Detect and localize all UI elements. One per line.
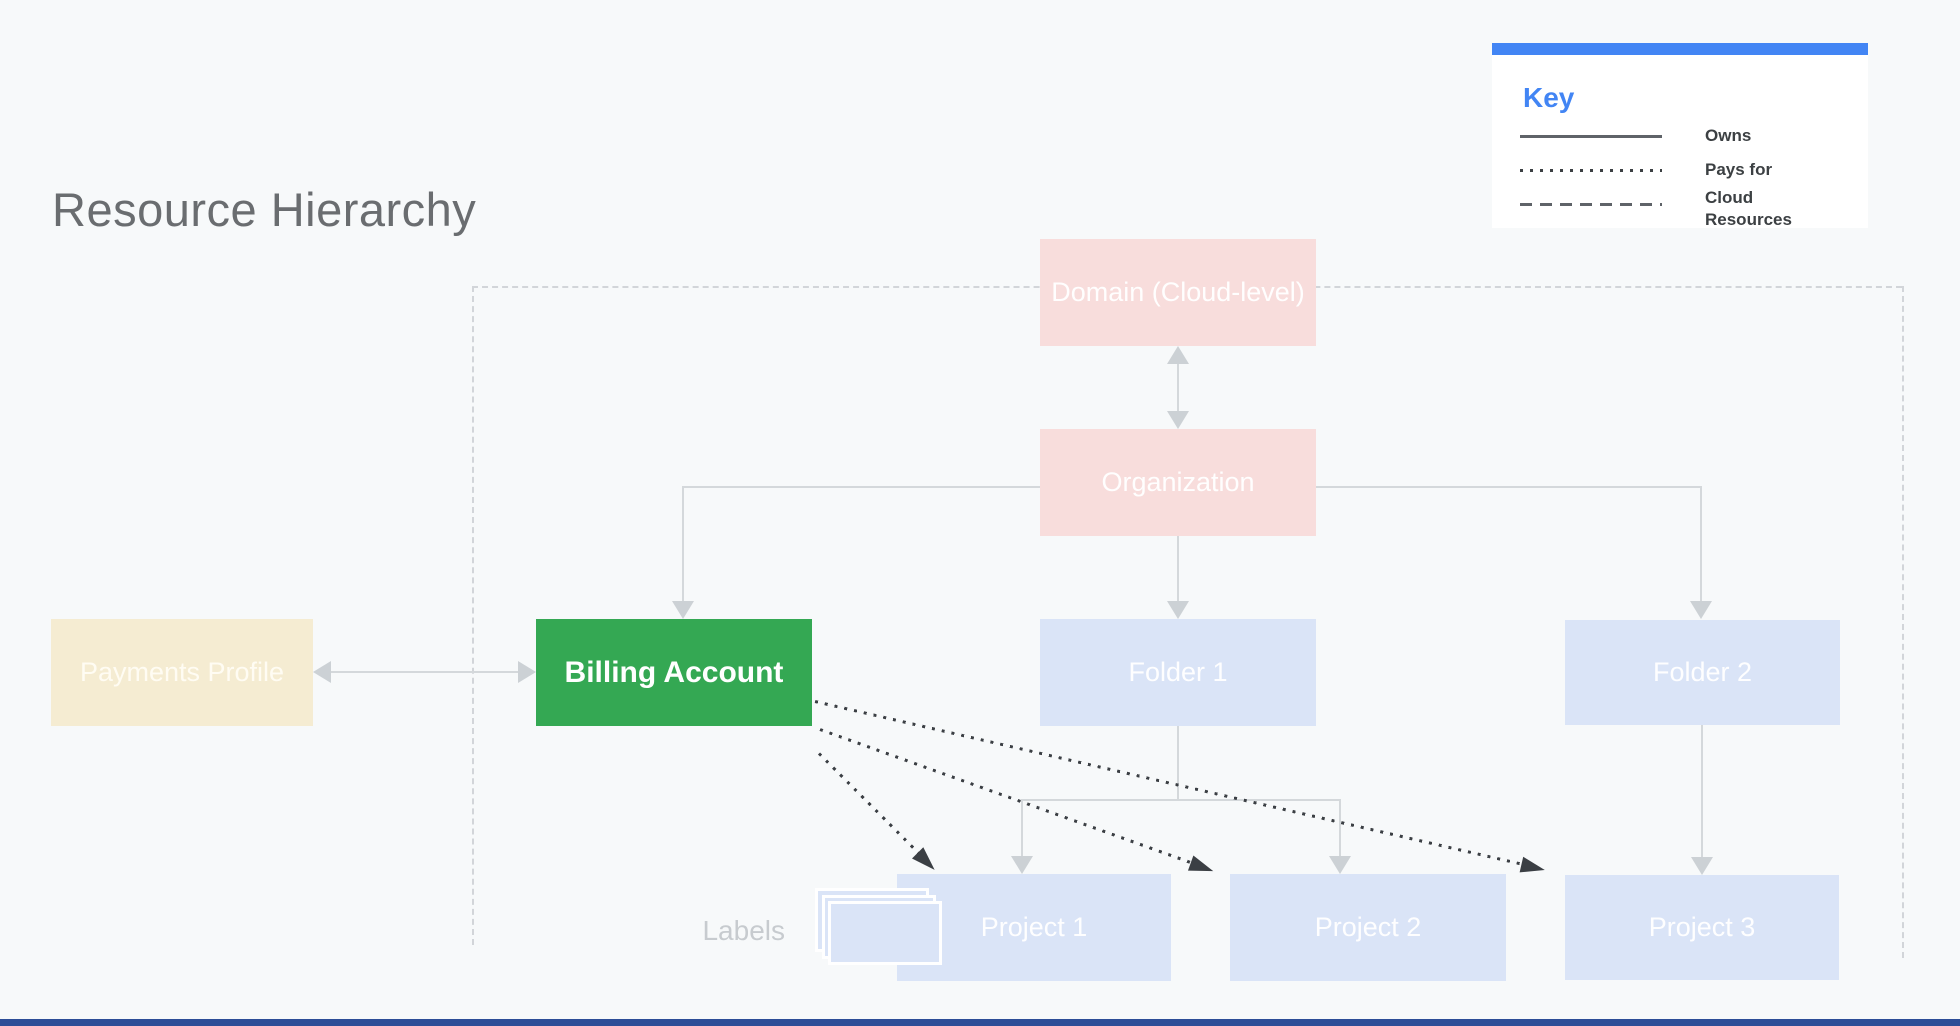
labels-caption: Labels: [702, 915, 785, 946]
edge-organization-folder2-horizontal: [1316, 486, 1702, 488]
legend-panel: Key Owns Pays for Cloud Resources: [1492, 43, 1868, 229]
edge-organization-folder2-vertical: [1700, 486, 1702, 603]
arrowhead-pays-project3: [1519, 856, 1547, 878]
edge-domain-organization: [1177, 360, 1179, 414]
legend-label-cloud-resources: Cloud Resources: [1705, 188, 1792, 229]
edge-folder1-crossbar: [1021, 799, 1339, 801]
legend-label-owns: Owns: [1705, 126, 1752, 145]
arrowhead-down-folder2: [1690, 601, 1712, 619]
node-project-2: Project 2: [1230, 874, 1506, 981]
node-organization: Organization: [1040, 429, 1316, 536]
arrowhead-down-billing-account: [672, 601, 694, 619]
arrowhead-down-organization: [1167, 411, 1189, 429]
legend-label-pays-for: Pays for: [1705, 160, 1773, 179]
arrowhead-up-domain: [1167, 346, 1189, 364]
page-title: Resource Hierarchy: [52, 183, 477, 236]
dotted-line: [819, 728, 1199, 867]
node-billing-account: Billing Account: [536, 619, 812, 726]
edge-folder1-project2: [1339, 799, 1341, 856]
edge-organization-billing-horizontal: [682, 486, 1040, 488]
edge-folder2-project3: [1701, 725, 1703, 857]
edge-folder1-stem: [1177, 726, 1179, 800]
edge-organization-folder1: [1177, 536, 1179, 603]
arrowhead-down-project2: [1329, 856, 1351, 874]
node-project-3: Project 3: [1565, 875, 1839, 980]
arrowhead-down-folder1: [1167, 601, 1189, 619]
legend-dashed-line-sample: [1520, 203, 1662, 206]
arrowhead-down-project1: [1011, 856, 1033, 874]
legend-title: Key: [1523, 82, 1575, 113]
legend-body: Key Owns Pays for Cloud Resources: [1492, 55, 1868, 229]
node-folder-1: Folder 1: [1040, 619, 1316, 726]
edge-folder1-project1: [1021, 799, 1023, 856]
dotted-line: [817, 752, 925, 860]
edge-organization-billing-vertical: [682, 486, 684, 603]
node-domain: Domain (Cloud-level): [1040, 239, 1316, 346]
edge-payments-billing: [330, 671, 520, 673]
arrowhead-right-billing-account: [518, 661, 536, 683]
legend-solid-line-sample: [1520, 135, 1662, 138]
node-payments-profile: Payments Profile: [51, 619, 313, 726]
arrowhead-down-project3: [1691, 857, 1713, 875]
arrowhead-pays-project2: [1188, 855, 1217, 879]
cloud-boundary-left-dashed-line: [472, 286, 474, 945]
cloud-boundary-right-dashed-line: [1902, 286, 1904, 958]
edge-billing-pays-project1: [817, 752, 941, 876]
legend-accent-bar: [1492, 43, 1868, 55]
node-folder-2: Folder 2: [1565, 620, 1840, 725]
arrowhead-left-payments-profile: [313, 661, 331, 683]
node-project-1: Project 1: [897, 874, 1171, 981]
labels-stack-icon: [815, 888, 943, 968]
legend-dotted-line-sample: [1520, 169, 1662, 172]
label-card-front: [828, 901, 942, 965]
footer-accent-bar: [0, 1019, 1960, 1026]
